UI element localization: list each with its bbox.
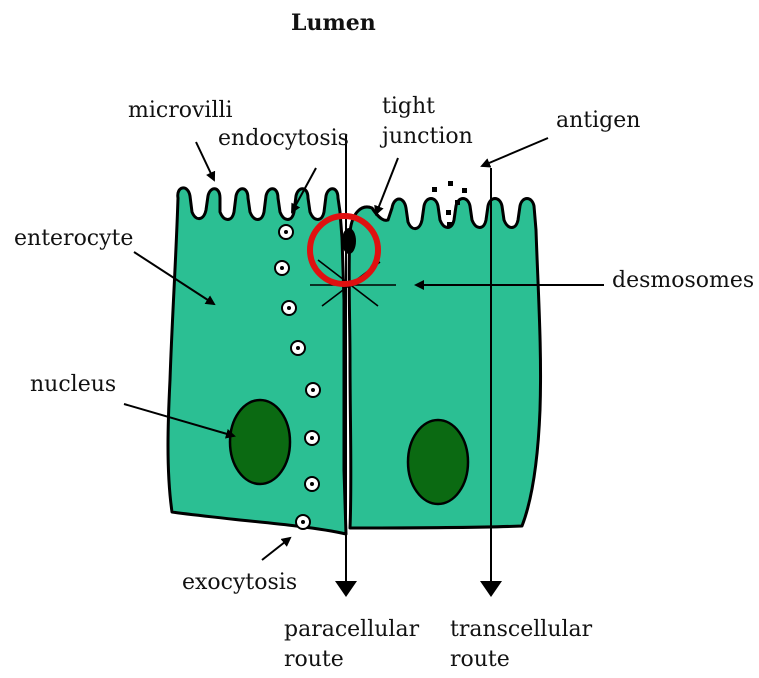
endocytosis-label: endocytosis bbox=[218, 128, 349, 150]
tight-junction-label-line2: junction bbox=[382, 126, 473, 148]
exocytosis-label: exocytosis bbox=[182, 572, 297, 594]
left-nucleus bbox=[230, 400, 290, 484]
transcellular-label-line2: route bbox=[450, 649, 510, 671]
nucleus-label: nucleus bbox=[30, 374, 116, 396]
desmosomes-label: desmosomes bbox=[612, 270, 754, 292]
microvilli-label: microvilli bbox=[128, 100, 233, 122]
transcellular-label-line1: transcellular bbox=[450, 619, 592, 641]
tight-junction-spot bbox=[342, 228, 356, 254]
antigen-label: antigen bbox=[556, 110, 640, 132]
paracellular-label-line1: paracellular bbox=[284, 619, 419, 641]
enterocyte-label: enterocyte bbox=[14, 228, 133, 250]
right-nucleus bbox=[408, 420, 468, 504]
tight-junction-label-line1: tight bbox=[382, 96, 435, 118]
lumen-title: Lumen bbox=[291, 12, 376, 34]
paracellular-label-line2: route bbox=[284, 649, 344, 671]
